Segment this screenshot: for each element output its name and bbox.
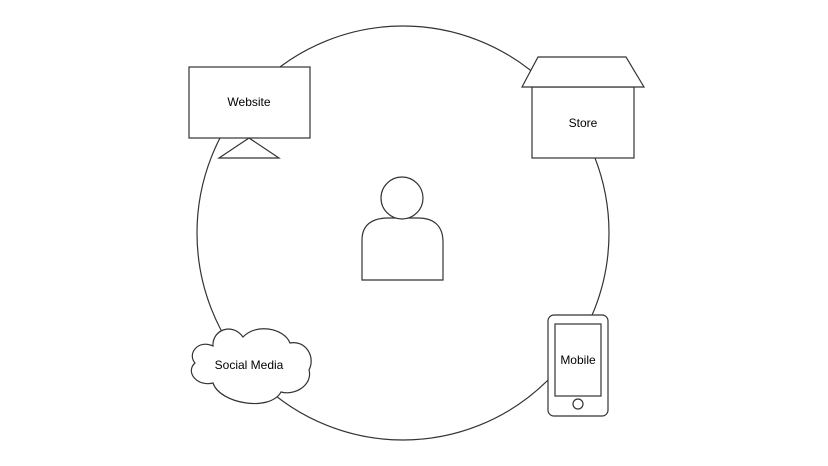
customer-node[interactable] (361, 176, 444, 281)
cloud-icon (190, 328, 312, 405)
store-label: Store (569, 116, 598, 130)
social-media-label: Social Media (215, 358, 284, 372)
monitor-screen (188, 66, 311, 139)
store-roof (521, 56, 646, 88)
smartphone-icon (547, 314, 609, 417)
monitor-icon (188, 66, 311, 159)
mobile-node[interactable]: Mobile (547, 314, 609, 417)
person-body (361, 217, 444, 281)
store-body (531, 86, 635, 159)
social-media-node[interactable]: Social Media (190, 328, 312, 405)
person-icon (361, 176, 444, 281)
phone-screen (554, 323, 602, 397)
phone-home-button (572, 398, 584, 410)
website-label: Website (227, 95, 270, 109)
monitor-stand (217, 137, 281, 159)
mobile-label: Mobile (560, 353, 596, 367)
person-head (380, 176, 424, 220)
store-node[interactable]: Store (521, 56, 646, 159)
channel-ring (196, 25, 610, 441)
store-icon (521, 56, 646, 159)
website-node[interactable]: Website (188, 66, 311, 159)
